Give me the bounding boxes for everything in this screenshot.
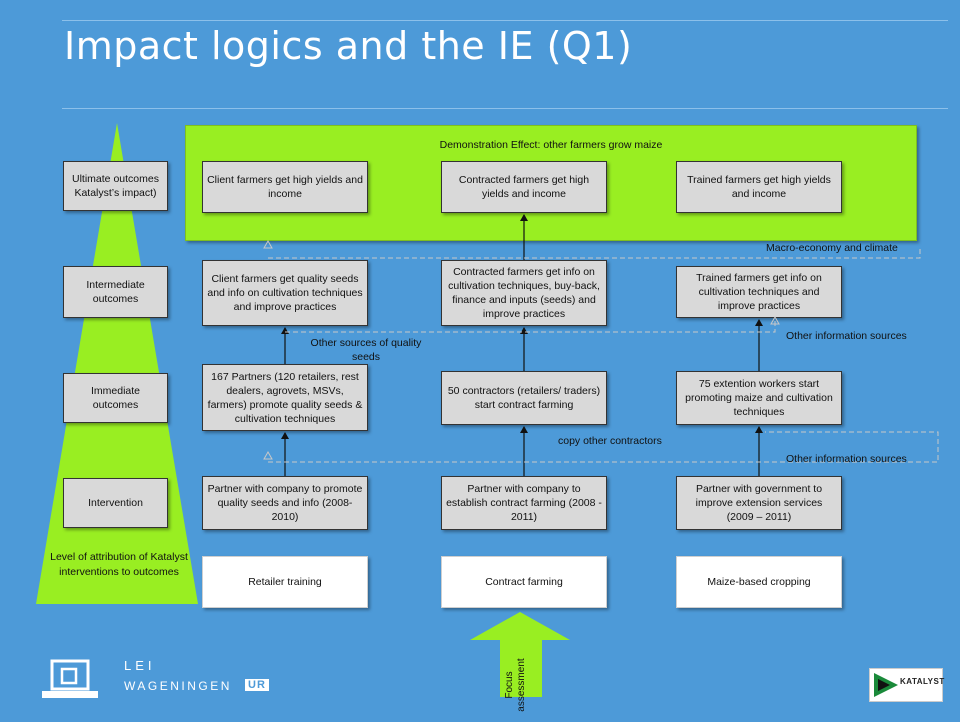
contract-footer-box: Contract farming [441, 556, 607, 608]
level-ultimate: Ultimate outcomes Katalyst’s impact) [63, 161, 168, 211]
lei-wageningen-logo: LEI WAGENINGEN UR [42, 655, 272, 700]
retailer-immediate-text: 167 Partners (120 retailers, rest dealer… [207, 370, 363, 425]
contract-immediate-box: 50 contractors (retailers/ traders) star… [441, 371, 607, 425]
maize-footer-text: Maize-based cropping [707, 576, 811, 588]
band-title: Demonstration Effect: other farmers grow… [439, 139, 663, 151]
lei-building-icon [42, 659, 98, 698]
maize-ultimate-box: Trained farmers get high yields and inco… [676, 161, 842, 213]
maize-footer-box: Maize-based cropping [676, 556, 842, 608]
retailer-intermediate-box: Client farmers get quality seeds and inf… [202, 260, 368, 326]
katalyst-logo: KATALYST [869, 668, 945, 702]
retailer-intervention-text: Partner with company to promote quality … [207, 483, 363, 523]
level-ultimate-text: Ultimate outcomes Katalyst’s impact) [72, 173, 159, 199]
contract-intervention-text: Partner with company to establish contra… [446, 483, 602, 523]
slide-title: Impact logics and the IE (Q1) [64, 24, 633, 68]
maize-intermediate-text: Trained farmers get info on cultivation … [696, 272, 822, 312]
level-intervention: Intervention [63, 478, 168, 528]
maize-intervention-text: Partner with government to improve exten… [695, 483, 823, 523]
level-intermediate: Intermediate outcomes [63, 266, 168, 318]
retailer-immediate-box: 167 Partners (120 retailers, rest dealer… [202, 364, 368, 431]
katalyst-mark-icon [874, 673, 898, 697]
retailer-intervention-box: Partner with company to promote quality … [202, 476, 368, 530]
attribution-label: Level of attribution of Katalyst interve… [50, 551, 188, 578]
other-info-label-2: Other information sources [786, 453, 907, 465]
title-rule [62, 108, 948, 109]
retailer-ultimate-text: Client farmers get high yields and incom… [207, 174, 363, 200]
maize-intervention-box: Partner with government to improve exten… [676, 476, 842, 530]
copy-contractors-label: copy other contractors [558, 435, 662, 447]
other-seeds-label: Other sources of quality seeds [310, 337, 422, 363]
level-immediate: Immediate outcomes [63, 373, 168, 423]
contract-ultimate-text: Contracted farmers get high yields and i… [458, 174, 590, 200]
contract-footer-text: Contract farming [485, 576, 563, 588]
contract-intervention-box: Partner with company to establish contra… [441, 476, 607, 530]
top-rule [62, 20, 948, 21]
level-intervention-text: Intervention [88, 497, 143, 509]
retailer-footer-box: Retailer training [202, 556, 368, 608]
retailer-footer-text: Retailer training [248, 576, 322, 588]
katalyst-wordmark: KATALYST [900, 677, 945, 686]
contract-intermediate-box: Contracted farmers get info on cultivati… [441, 260, 607, 326]
wageningen-wordmark: WAGENINGEN [124, 679, 232, 693]
other-info-label-1: Other information sources [786, 330, 907, 342]
macro-economy-label: Macro-economy and climate [766, 242, 898, 254]
focus-assessment-label: Focus assessment [504, 658, 527, 712]
contract-immediate-text: 50 contractors (retailers/ traders) star… [447, 385, 601, 411]
retailer-intermediate-text: Client farmers get quality seeds and inf… [207, 273, 363, 313]
contract-intermediate-text: Contracted farmers get info on cultivati… [448, 266, 600, 320]
retailer-ultimate-box: Client farmers get high yields and incom… [202, 161, 368, 213]
level-immediate-text: Immediate outcomes [90, 385, 141, 411]
maize-intermediate-box: Trained farmers get info on cultivation … [676, 266, 842, 318]
maize-immediate-text: 75 extention workers start promoting mai… [685, 378, 833, 418]
ur-wordmark: UR [245, 679, 269, 691]
level-intermediate-text: Intermediate outcomes [86, 279, 145, 305]
maize-immediate-box: 75 extention workers start promoting mai… [676, 371, 842, 425]
maize-ultimate-text: Trained farmers get high yields and inco… [687, 174, 831, 200]
contract-ultimate-box: Contracted farmers get high yields and i… [441, 161, 607, 213]
lei-wordmark: LEI [124, 658, 156, 673]
